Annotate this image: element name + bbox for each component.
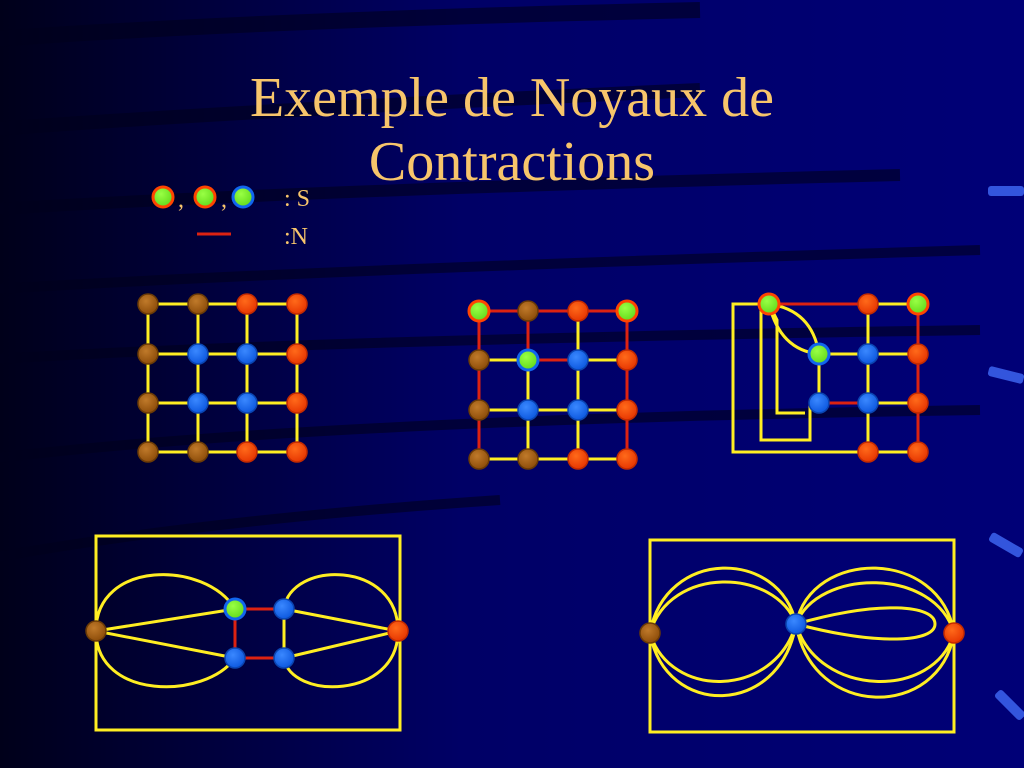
brown-node	[639, 622, 661, 644]
orange-node	[236, 441, 258, 463]
orange-node	[943, 622, 965, 644]
blue-node	[187, 343, 209, 365]
orange-node	[857, 441, 879, 463]
blue-node	[187, 392, 209, 414]
orange-node	[907, 392, 929, 414]
brown-node	[468, 349, 490, 371]
brown-node	[187, 441, 209, 463]
orange-node	[907, 343, 929, 365]
green-node-blue-ring	[807, 342, 831, 366]
orange-node	[616, 349, 638, 371]
legend-separator-2: ,	[221, 187, 227, 213]
orange-node	[616, 399, 638, 421]
brown-node	[468, 448, 490, 470]
orange-node	[286, 392, 308, 414]
legend-green-brown-ring-node	[193, 185, 217, 209]
brown-node	[137, 343, 159, 365]
grid-panel-2-nodes	[467, 299, 639, 470]
blue-node	[808, 392, 830, 414]
orange-node	[236, 293, 258, 315]
orange-node	[857, 293, 879, 315]
contracted-panel-5-nodes	[639, 613, 965, 644]
green-node-blue-ring	[516, 348, 540, 372]
orange-node	[286, 293, 308, 315]
title-line-2: Contractions	[368, 131, 656, 193]
blue-node	[236, 392, 258, 414]
blue-node	[224, 647, 246, 669]
contracted-panel-4-nodes	[85, 597, 409, 669]
green-node-orange-ring	[906, 292, 930, 316]
orange-node	[567, 300, 589, 322]
brown-node	[468, 399, 490, 421]
brown-node	[517, 300, 539, 322]
green-node-orange-ring	[757, 292, 781, 316]
green-node-blue-ring	[223, 597, 247, 621]
green-node-orange-ring	[615, 299, 639, 323]
legend-green-blue-ring-node	[231, 185, 255, 209]
brown-node	[85, 620, 107, 642]
brown-node	[187, 293, 209, 315]
edge-accent-marks	[987, 186, 1024, 721]
grid-panel-3-nodes	[757, 292, 930, 463]
contracted-panel-4	[85, 534, 409, 732]
slide-title: Exemple de Noyaux de Contractions	[0, 66, 1024, 194]
grid-panel-3	[731, 292, 930, 463]
legend-symbols	[151, 185, 255, 236]
orange-node	[616, 448, 638, 470]
green-node-orange-ring	[467, 299, 491, 323]
grid-panel-1-nodes	[137, 293, 308, 463]
contracted-panel-5	[639, 538, 965, 734]
brown-node	[137, 293, 159, 315]
orange-node	[387, 620, 409, 642]
orange-node	[907, 441, 929, 463]
grid-panel-1	[137, 293, 308, 463]
brown-node	[137, 441, 159, 463]
blue-node	[273, 598, 295, 620]
orange-node	[286, 343, 308, 365]
blue-node	[567, 399, 589, 421]
orange-node	[286, 441, 308, 463]
blue-node	[517, 399, 539, 421]
blue-node	[857, 392, 879, 414]
grid-panel-2	[467, 299, 639, 470]
brown-node	[137, 392, 159, 414]
legend-n-label: :N	[284, 224, 308, 250]
legend-green-orange-ring-node	[151, 185, 175, 209]
blue-node	[567, 349, 589, 371]
orange-node	[567, 448, 589, 470]
legend-separator-1: ,	[178, 187, 184, 213]
blue-node	[857, 343, 879, 365]
brown-node	[517, 448, 539, 470]
blue-node	[236, 343, 258, 365]
blue-node	[273, 647, 295, 669]
legend-s-label: : S	[284, 186, 311, 212]
title-line-1: Exemple de Noyaux de	[249, 67, 775, 129]
blue-node	[785, 613, 807, 635]
